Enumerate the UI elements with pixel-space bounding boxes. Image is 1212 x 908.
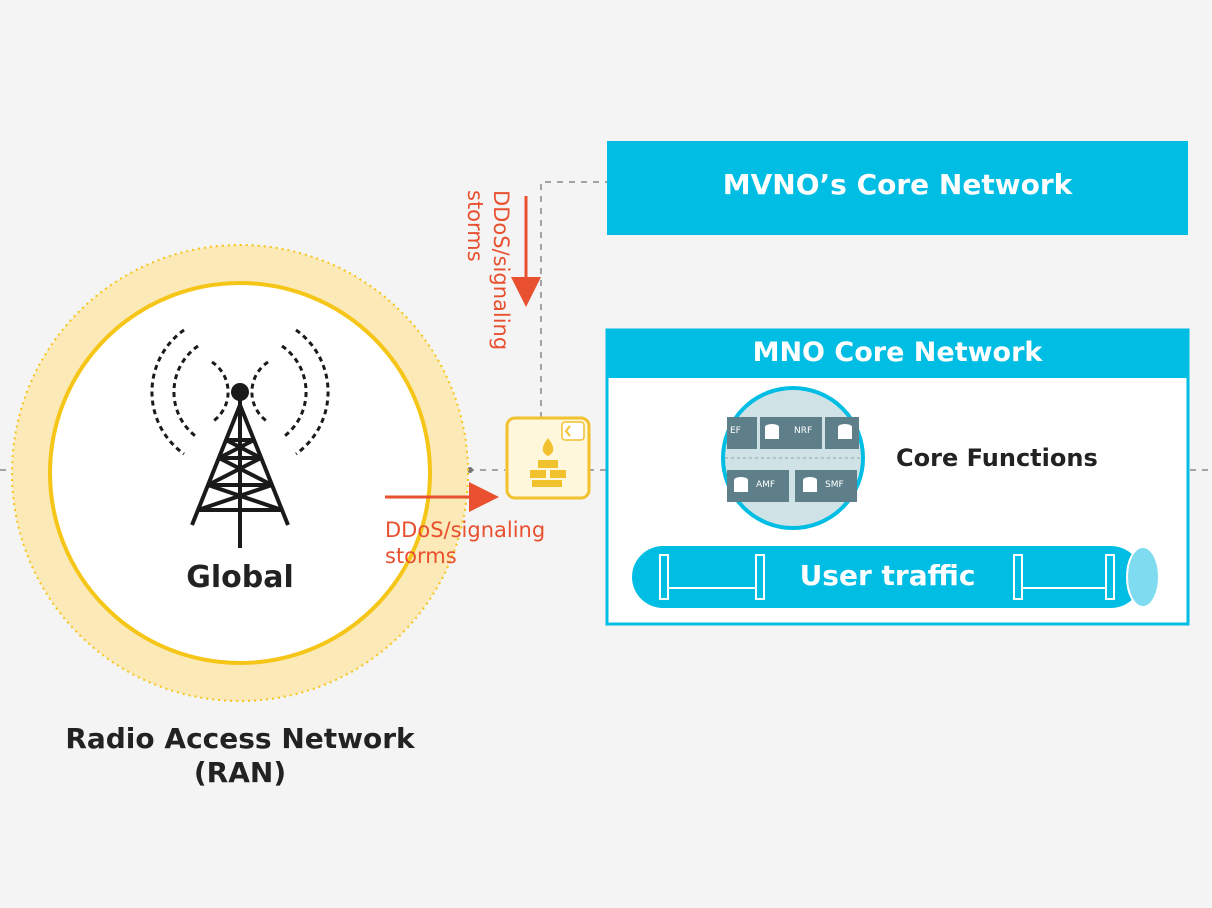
function-tag-smf: SMF (825, 480, 844, 490)
function-tag-ef: EF (730, 426, 741, 436)
ran-site-label: Global (186, 560, 294, 595)
ran-title-line1: Radio Access Network (65, 722, 415, 755)
firewall-icon (505, 416, 591, 500)
mvno-core-box (607, 141, 1188, 235)
database-icon (734, 424, 852, 492)
attack-label-horizontal: DDoS/signaling storms (385, 517, 545, 569)
user-traffic-label: User traffic (799, 559, 976, 592)
mvno-core-title: MVNO’s Core Network (722, 168, 1073, 201)
function-tag-nrf: NRF (794, 426, 813, 436)
mno-core-header (607, 330, 1188, 378)
ran-title: Radio Access Network (RAN) (30, 722, 450, 790)
attack-label-h-line2: storms (385, 544, 457, 568)
mvno-link-line (540, 181, 607, 418)
attack-label-v-line2: storms (463, 190, 487, 262)
cell-tower-icon (150, 328, 330, 548)
link-dot (467, 467, 473, 473)
core-functions-label: Core Functions (896, 444, 1098, 472)
attack-label-vertical: DDoS/signaling storms (462, 190, 514, 380)
core-functions-graphic (721, 386, 865, 530)
ran-title-line2: (RAN) (193, 756, 287, 789)
mno-core-title: MNO Core Network (752, 337, 1043, 368)
attack-label-v-line1: DDoS/signaling (489, 190, 513, 351)
user-traffic-pipe (632, 546, 1160, 608)
attack-label-h-line1: DDoS/signaling (385, 518, 546, 542)
function-tag-amf: AMF (756, 480, 776, 490)
